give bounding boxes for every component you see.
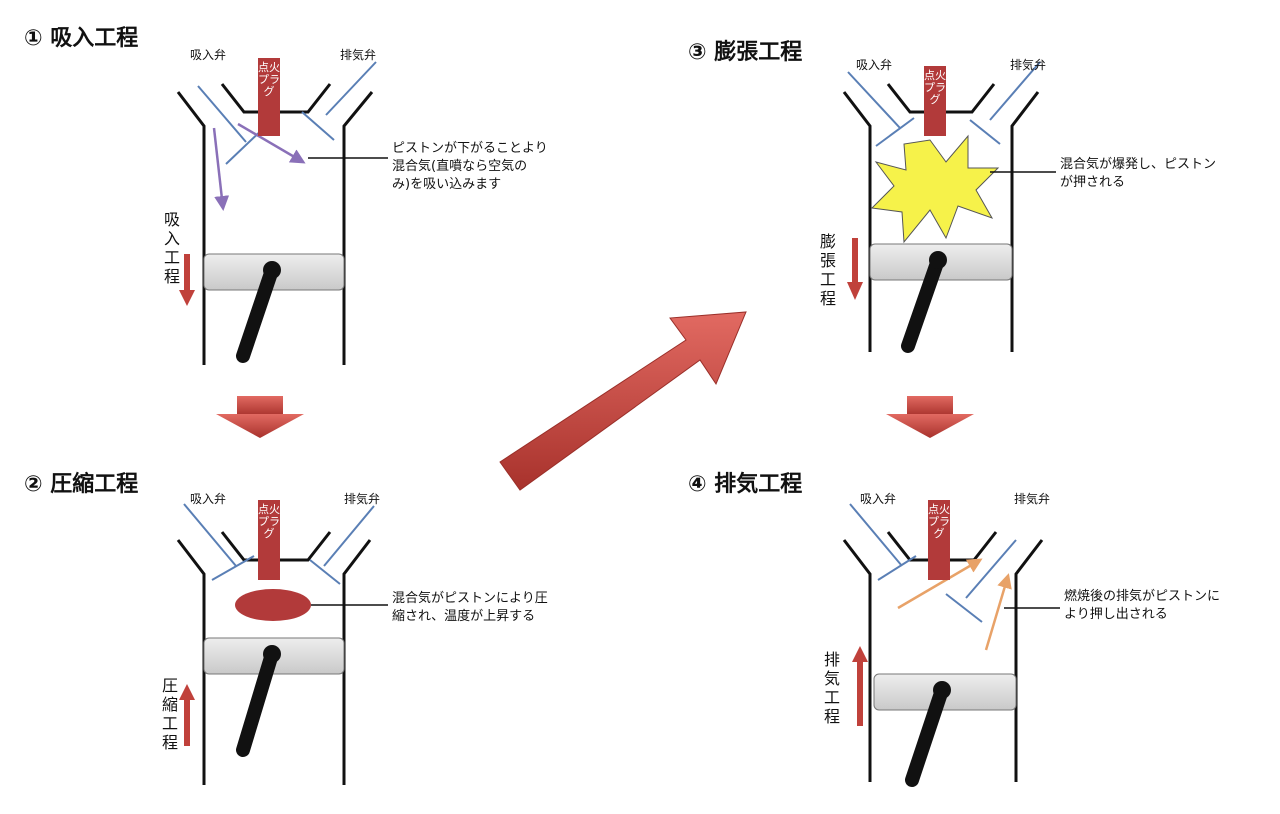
stroke-arrow xyxy=(179,684,195,746)
exhaust-valve-label: 排気弁 xyxy=(1014,492,1051,506)
intake-valve-label: 吸入弁 xyxy=(190,492,227,506)
stage-1-annotation: ピストンが下がることより 混合気(直噴なら空気の み)を吸い込みます xyxy=(392,141,548,192)
intake-valve xyxy=(183,503,255,581)
exhaust-valve xyxy=(945,539,1017,623)
stage-4-title: ④ 排気工程 xyxy=(688,472,803,497)
stage-3-title: ③ 膨張工程 xyxy=(688,40,803,65)
flow-arrow xyxy=(237,122,306,164)
intake-valve-label: 吸入弁 xyxy=(190,48,227,62)
stage-4-exhaust-flow xyxy=(897,558,1012,651)
cylinder-left-wall xyxy=(176,539,206,785)
cylinder-right-wall xyxy=(342,539,372,785)
compressed-mixture xyxy=(235,589,311,621)
spark-plug: 点火プラグ xyxy=(924,66,946,136)
transition-arrow-3-to-4 xyxy=(886,396,974,438)
spark-plug: 点火プラグ xyxy=(258,58,280,136)
intake-valve xyxy=(847,71,915,147)
stage-2-annotation: 混合気がピストンにより圧 縮され、温度が上昇する xyxy=(392,591,548,624)
flow-arrow xyxy=(212,127,230,211)
stage-1-title: ① 吸入工程 xyxy=(24,26,139,51)
cylinder-right-wall xyxy=(1010,91,1040,352)
spark-plug: 点火プラグ xyxy=(928,500,950,580)
transition-arrow-1-to-2 xyxy=(216,396,304,438)
stage-1-valves xyxy=(197,61,377,165)
exhaust-valve xyxy=(301,61,377,141)
stroke-label: 吸入工程 xyxy=(163,210,180,286)
intake-valve-label: 吸入弁 xyxy=(860,492,897,506)
cylinder-left-wall xyxy=(842,539,872,782)
explosion xyxy=(870,134,1000,244)
wrist-pin xyxy=(933,681,951,699)
wrist-pin xyxy=(263,261,281,279)
wrist-pin xyxy=(929,251,947,269)
cylinder-right-wall xyxy=(1014,539,1044,782)
connecting-rod xyxy=(905,683,949,787)
cylinder-left-wall xyxy=(842,91,872,352)
exhaust-valve-label: 排気弁 xyxy=(344,492,381,506)
flow-arrow xyxy=(897,558,983,610)
stroke-arrow xyxy=(852,646,868,726)
stroke-label: 排気工程 xyxy=(823,650,840,726)
exhaust-valve xyxy=(309,505,375,585)
flow-arrow xyxy=(984,573,1012,651)
connecting-rod xyxy=(236,647,279,757)
exhaust-valve-label: 排気弁 xyxy=(340,48,377,62)
transition-arrow-2-to-3 xyxy=(499,311,747,491)
stroke-arrow xyxy=(847,238,863,300)
stage-3-annotation: 混合気が爆発し、ピストン が押される xyxy=(1060,157,1217,190)
wrist-pin xyxy=(263,645,281,663)
stage-4-annotation: 燃焼後の排気がピストンに より押し出される xyxy=(1064,589,1221,622)
connecting-rod xyxy=(901,253,945,353)
stroke-label: 膨張工程 xyxy=(819,232,836,308)
exhaust-valve-label: 排気弁 xyxy=(1010,58,1047,72)
stage-4-valves xyxy=(849,503,1017,623)
intake-valve-label: 吸入弁 xyxy=(856,58,893,72)
spark-plug: 点火プラグ xyxy=(258,500,280,580)
connecting-rod xyxy=(236,263,279,363)
cylinder-right-wall xyxy=(342,91,374,365)
stage-2-title: ② 圧縮工程 xyxy=(24,472,139,497)
stage-2-valves xyxy=(183,503,375,585)
stage-1-intake-flow xyxy=(212,122,306,211)
intake-valve xyxy=(849,503,917,581)
stroke-label: 圧縮工程 xyxy=(161,676,178,752)
stroke-arrow xyxy=(179,254,195,306)
exhaust-valve xyxy=(969,61,1041,145)
stage-3-valves xyxy=(847,61,1041,147)
